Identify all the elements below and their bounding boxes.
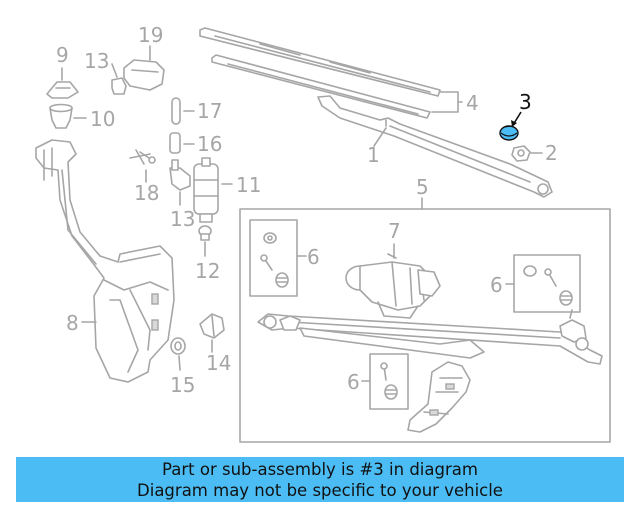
callout-10: 10 [90,107,115,131]
part-15-grommet [170,337,186,355]
part-17-hose [171,97,181,125]
leader-15 [178,355,181,371]
leader-3-arrow [511,120,517,127]
hardware-box-6-bottom [369,353,409,410]
callout-8: 8 [66,311,79,335]
info-banner: Part or sub-assembly is #3 in diagram Di… [16,457,624,502]
part-13-connector-top [111,77,127,95]
part-14-level-sensor [199,313,225,339]
callout-19: 19 [138,23,163,47]
callout-13-lower: 13 [170,207,195,231]
part-19-washer-nozzle [123,59,165,91]
callout-6-bottom: 6 [347,370,360,394]
part-8-washer-reservoir [35,139,175,383]
callout-7: 7 [388,219,401,243]
wiper-blade-lower [211,54,431,119]
banner-line-1: Part or sub-assembly is #3 in diagram [162,460,478,479]
part-18-clip [129,149,156,165]
leader-4 [431,91,463,113]
callout-18: 18 [134,181,159,205]
part-7-wiper-motor [345,253,441,319]
part-16-grommet [169,132,181,154]
callout-15: 15 [170,373,195,397]
callout-17: 17 [197,99,222,123]
wiper-linkage [257,309,603,365]
wiper-arm [317,95,553,198]
part-9-cap [46,81,79,99]
callout-11: 11 [236,173,261,197]
callout-6-left: 6 [307,245,320,269]
wiper-blade-upper [199,27,441,97]
callout-2: 2 [545,141,558,165]
callout-5: 5 [416,175,429,199]
leader-13-top [111,63,118,78]
callout-1: 1 [367,143,380,167]
part-10-filler-neck [49,103,73,129]
banner-line-2: Diagram may not be specific to your vehi… [137,481,503,500]
part-6-hardware-left [260,232,289,288]
hardware-box-6-left [249,219,298,297]
callout-9: 9 [56,43,69,67]
part-12-grommet [198,225,212,241]
callout-4: 4 [466,91,479,115]
part-2-nut [511,145,531,162]
callout-16: 16 [197,132,222,156]
leader-1 [373,127,387,147]
callout-14: 14 [206,351,231,375]
callout-3: 3 [519,90,532,114]
callout-6-right: 6 [490,273,503,297]
callout-13-top: 13 [84,49,109,73]
part-6-hardware-bottom [380,362,398,400]
pivot-bracket [407,361,471,433]
part-11-washer-pump [193,157,219,223]
part-13-connector-lower [169,159,191,191]
callout-12: 12 [195,259,220,283]
part-3-cap-highlighted [499,125,519,141]
part-6-hardware-right [523,265,573,306]
assembly-5-frame [239,208,611,443]
